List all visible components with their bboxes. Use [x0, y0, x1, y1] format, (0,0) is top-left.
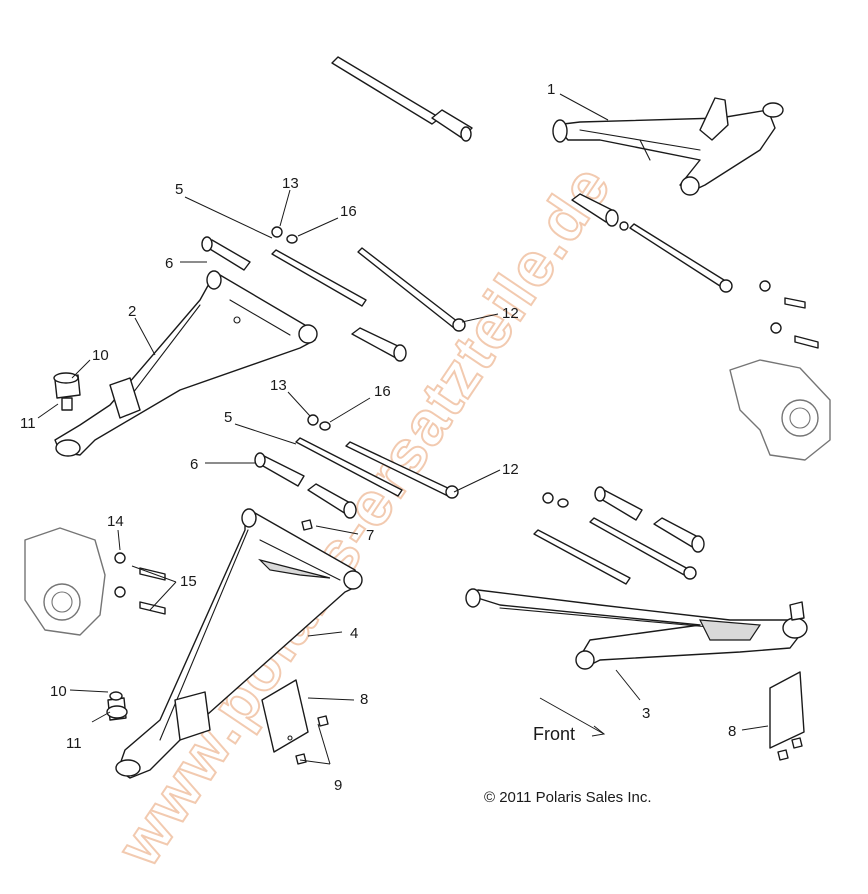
callout-16-upper: 16 [340, 203, 357, 220]
upper-left-a-arm [54, 270, 318, 457]
callout-16-lower: 16 [374, 383, 391, 400]
bushing-lower-right-a [594, 486, 643, 521]
callout-6-upper: 6 [165, 255, 173, 272]
nuts-bolts-knuckle [114, 552, 166, 615]
callout-8-left: 8 [360, 691, 368, 708]
callout-2: 2 [128, 303, 136, 320]
lower-right-a-arm [465, 588, 808, 670]
ball-joint-upper-left [53, 372, 81, 411]
callout-1: 1 [547, 81, 555, 98]
callout-9: 9 [334, 777, 342, 794]
pivot-shaft-upper-left [271, 249, 367, 307]
bolts-right [777, 737, 803, 761]
skid-plate-left [261, 679, 309, 753]
bolts-left [295, 715, 329, 765]
pivot-bolt-lower-right [589, 517, 697, 580]
callout-8-right: 8 [728, 723, 736, 740]
watermark-text: www.polaris-ersatzteile.de [104, 152, 625, 878]
pivot-bolt-upper-left [357, 247, 466, 332]
pivot-shaft-lower-right [533, 529, 631, 585]
callout-6-lower: 6 [190, 456, 198, 473]
bushing-upper-center [351, 327, 407, 362]
steering-knuckle-right [729, 359, 831, 461]
nut-washer-middle [307, 414, 331, 431]
callout-4: 4 [350, 625, 358, 642]
callout-11-lower: 11 [66, 735, 82, 752]
bushing-lower-left-a [254, 452, 305, 487]
bushing-lower-left-b [307, 483, 357, 519]
callout-7: 7 [366, 527, 374, 544]
front-direction-arrow [539, 697, 606, 737]
nut-washer-upper [271, 226, 298, 244]
callout-5-lower: 5 [224, 409, 232, 426]
callout-10-lower: 10 [50, 683, 67, 700]
callout-11-upper: 11 [20, 415, 36, 432]
pivot-shaft-lower-left [295, 437, 403, 497]
bushing-lower-right-b [653, 517, 705, 553]
bushing-upper-left [201, 236, 251, 271]
front-label: Front [533, 724, 575, 744]
grease-fitting [301, 519, 313, 531]
pivot-bolt-lower-left [345, 441, 459, 499]
callout-15: 15 [180, 573, 197, 590]
bushings-shaft-upper-right [571, 193, 819, 349]
leader-lines [37, 93, 769, 765]
nut-washer-lower-right [542, 492, 569, 508]
callout-labels: 1 2 3 4 5 5 6 6 7 8 8 9 10 10 11 11 12 1… [20, 81, 736, 794]
upper-right-a-arm [552, 97, 784, 196]
pivot-shaft-top [331, 56, 473, 142]
callout-13-lower: 13 [270, 377, 287, 394]
ball-joint-lower-left [106, 691, 128, 721]
lower-left-a-arm [115, 508, 363, 779]
callout-12-upper: 12 [502, 305, 519, 322]
callout-3: 3 [642, 705, 650, 722]
skid-plate-right [769, 671, 805, 749]
callout-12-lower: 12 [502, 461, 519, 478]
callout-14: 14 [107, 513, 124, 530]
callout-5-upper: 5 [175, 181, 183, 198]
steering-knuckle-left [24, 527, 106, 636]
copyright-notice: © 2011 Polaris Sales Inc. [484, 789, 652, 806]
callout-13-upper: 13 [282, 175, 299, 192]
callout-10-upper: 10 [92, 347, 109, 364]
